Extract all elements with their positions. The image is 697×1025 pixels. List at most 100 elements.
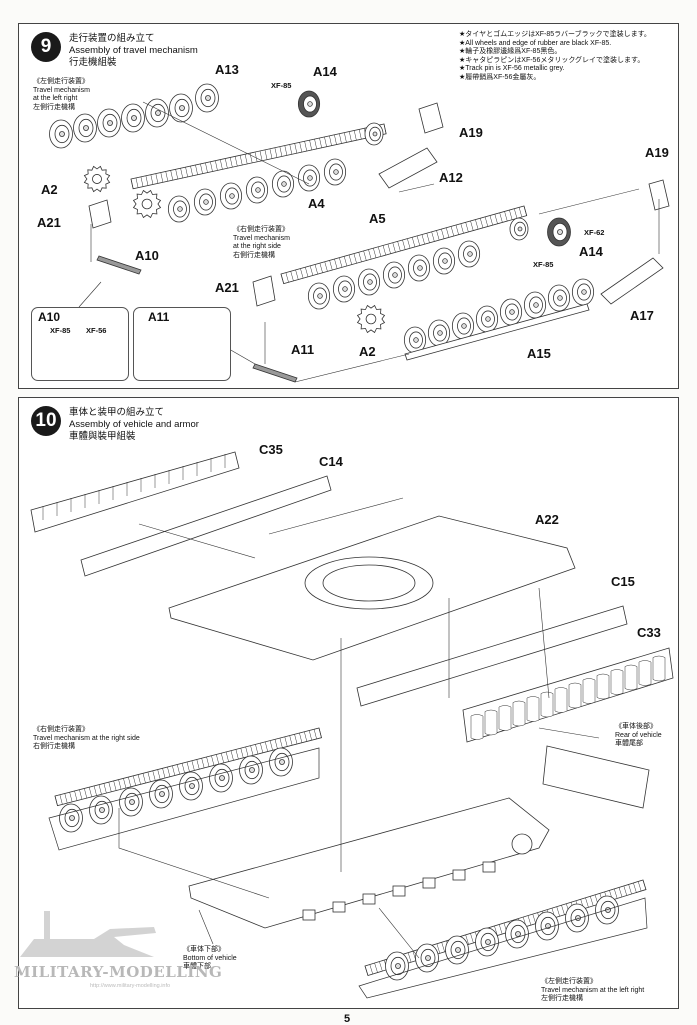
track-right-side-top-link (74, 790, 78, 801)
road-wheel-a4-hub (177, 206, 183, 212)
track-left-side-bottom (358, 897, 648, 999)
suspension-arm-mount (302, 909, 316, 921)
track-right-side-top-link (54, 795, 58, 806)
loose-road-wheel-left-hub (131, 115, 137, 121)
track-top-a4-link (220, 159, 223, 170)
skirt-panel-c33 (610, 669, 624, 695)
track-sub-a10 (96, 255, 142, 275)
track-top-a5-link (305, 267, 309, 277)
track-top-a5-link (421, 234, 425, 245)
track-right-side-top-link (103, 783, 107, 794)
leader-c14 (268, 497, 404, 535)
track-left-side-top-link (642, 879, 647, 890)
track-right-side-top-link (245, 746, 249, 757)
track-top-a4-link (234, 156, 238, 167)
rear-note: 《車体後部》 Rear of vehicle 車體尾部 (615, 723, 662, 748)
track-right-side-top-link (264, 741, 268, 752)
track-top-a4-link (304, 141, 307, 152)
road-wheel-a15-hub (413, 337, 419, 343)
track-left-side-top-link (556, 906, 560, 917)
track-top-a5-link (460, 223, 464, 234)
track-right-side-top-link (132, 775, 136, 786)
track-top-a4-link (259, 150, 263, 161)
road-wheel-a15-hub (533, 302, 539, 308)
skirt-panel-c33 (484, 709, 498, 736)
track-top-a4-link (205, 162, 208, 173)
track-right-side-top-link (235, 749, 239, 760)
track-right-side-top-link (69, 792, 73, 802)
part-a5: A5 (369, 211, 386, 226)
track-top-a5-link (436, 230, 440, 241)
step-10-panel: 10 車体と装甲の組み立て Assembly of vehicle and ar… (18, 397, 679, 1009)
track-right-side-top-link (284, 736, 288, 747)
leader-c35 (138, 523, 256, 559)
link-a19-left (418, 102, 444, 134)
track-top-a5-link (319, 263, 323, 273)
track-right-side-top-link (123, 778, 127, 789)
watermark-logo: MILITARY-MODELLING (14, 963, 223, 981)
track-top-a5-link (290, 271, 294, 281)
track-top-a5-link (523, 205, 527, 216)
road-wheel-a15-hub (485, 316, 491, 322)
track-top-a4-link (130, 178, 134, 189)
track-right-side-top-link (250, 745, 254, 756)
track-top-a5-link (368, 249, 372, 260)
track-right-side-top-link (98, 784, 102, 795)
housing-a21-mid (252, 275, 276, 307)
track-section-a17 (600, 257, 664, 305)
track-top-a4-link (274, 147, 278, 158)
track-left-side-top-link (379, 961, 383, 972)
road-wheel-a5-hub (342, 286, 348, 292)
watermark-tank-icon (20, 911, 156, 957)
track-top-a4-link (349, 131, 352, 142)
track-right-side-top-link (181, 763, 185, 774)
track-top-a4-link (135, 177, 139, 188)
track-right-side-bottom (48, 747, 320, 851)
road-wheel-left-side-hub (515, 931, 521, 937)
track-top-a4-link (319, 137, 322, 148)
leader-rear (538, 727, 600, 739)
suspension-arm-mount (422, 877, 436, 889)
track-left-side-top-link (364, 965, 369, 976)
track-right-side-top-link (211, 755, 215, 766)
paint-notes: ★タイヤとゴムエッジはXF-85ラバーブラックで塗装します。 ★All whee… (459, 31, 651, 81)
part-a19-right: A19 (645, 145, 669, 160)
track-right-side-top-link (118, 779, 122, 790)
track-top-a4-link (324, 136, 327, 147)
return-roller-hub (372, 131, 378, 137)
track-left-side-top-link (590, 896, 594, 906)
track-top-a5-link (475, 219, 479, 230)
road-wheel-left-side-hub (485, 939, 491, 945)
idler-wheel-a14-mid-hub (557, 229, 563, 235)
suspension-arm-mount (482, 861, 496, 873)
inset-a10-paint-xf56: XF-56 (86, 326, 107, 335)
loose-road-wheel-left-hub (107, 120, 113, 126)
part-c14: C14 (319, 454, 343, 469)
road-wheel-right-side-hub (219, 775, 225, 781)
loose-road-wheel-left-hub (155, 110, 161, 116)
track-right-side-top-link (255, 744, 259, 755)
leader-a15 (294, 353, 410, 383)
track-top-a5-link (499, 212, 503, 223)
track-top-a4-link (155, 173, 159, 184)
track-top-a4-link (264, 149, 268, 160)
turret-ring-inner (322, 564, 416, 602)
part-a14-top: A14 (313, 64, 337, 79)
track-top-a4-link (299, 142, 303, 153)
step-title: 車体と装甲の組み立て Assembly of vehicle and armor… (69, 407, 199, 442)
track-right-side-top-link (93, 785, 97, 796)
road-wheel-a5-hub (317, 293, 323, 299)
road-wheel-a5-hub (417, 265, 423, 271)
track-right-side-top-link (313, 729, 317, 740)
track-top-a4-link (150, 174, 154, 185)
leader-a13 (142, 101, 310, 185)
track-top-a5-link (431, 231, 435, 242)
track-left-side-top-link (470, 933, 474, 944)
track-top-a5-link (411, 237, 416, 247)
watermark-url: http://www.military-modelling.info (90, 983, 171, 989)
right-track-note: 《右側走行装置》 Travel mechanism at the right s… (33, 726, 140, 751)
leader-a11-inset (228, 348, 256, 365)
fender-c14 (80, 475, 332, 577)
track-left-side-top-link (494, 925, 498, 936)
axle-bar-a15 (404, 303, 590, 361)
